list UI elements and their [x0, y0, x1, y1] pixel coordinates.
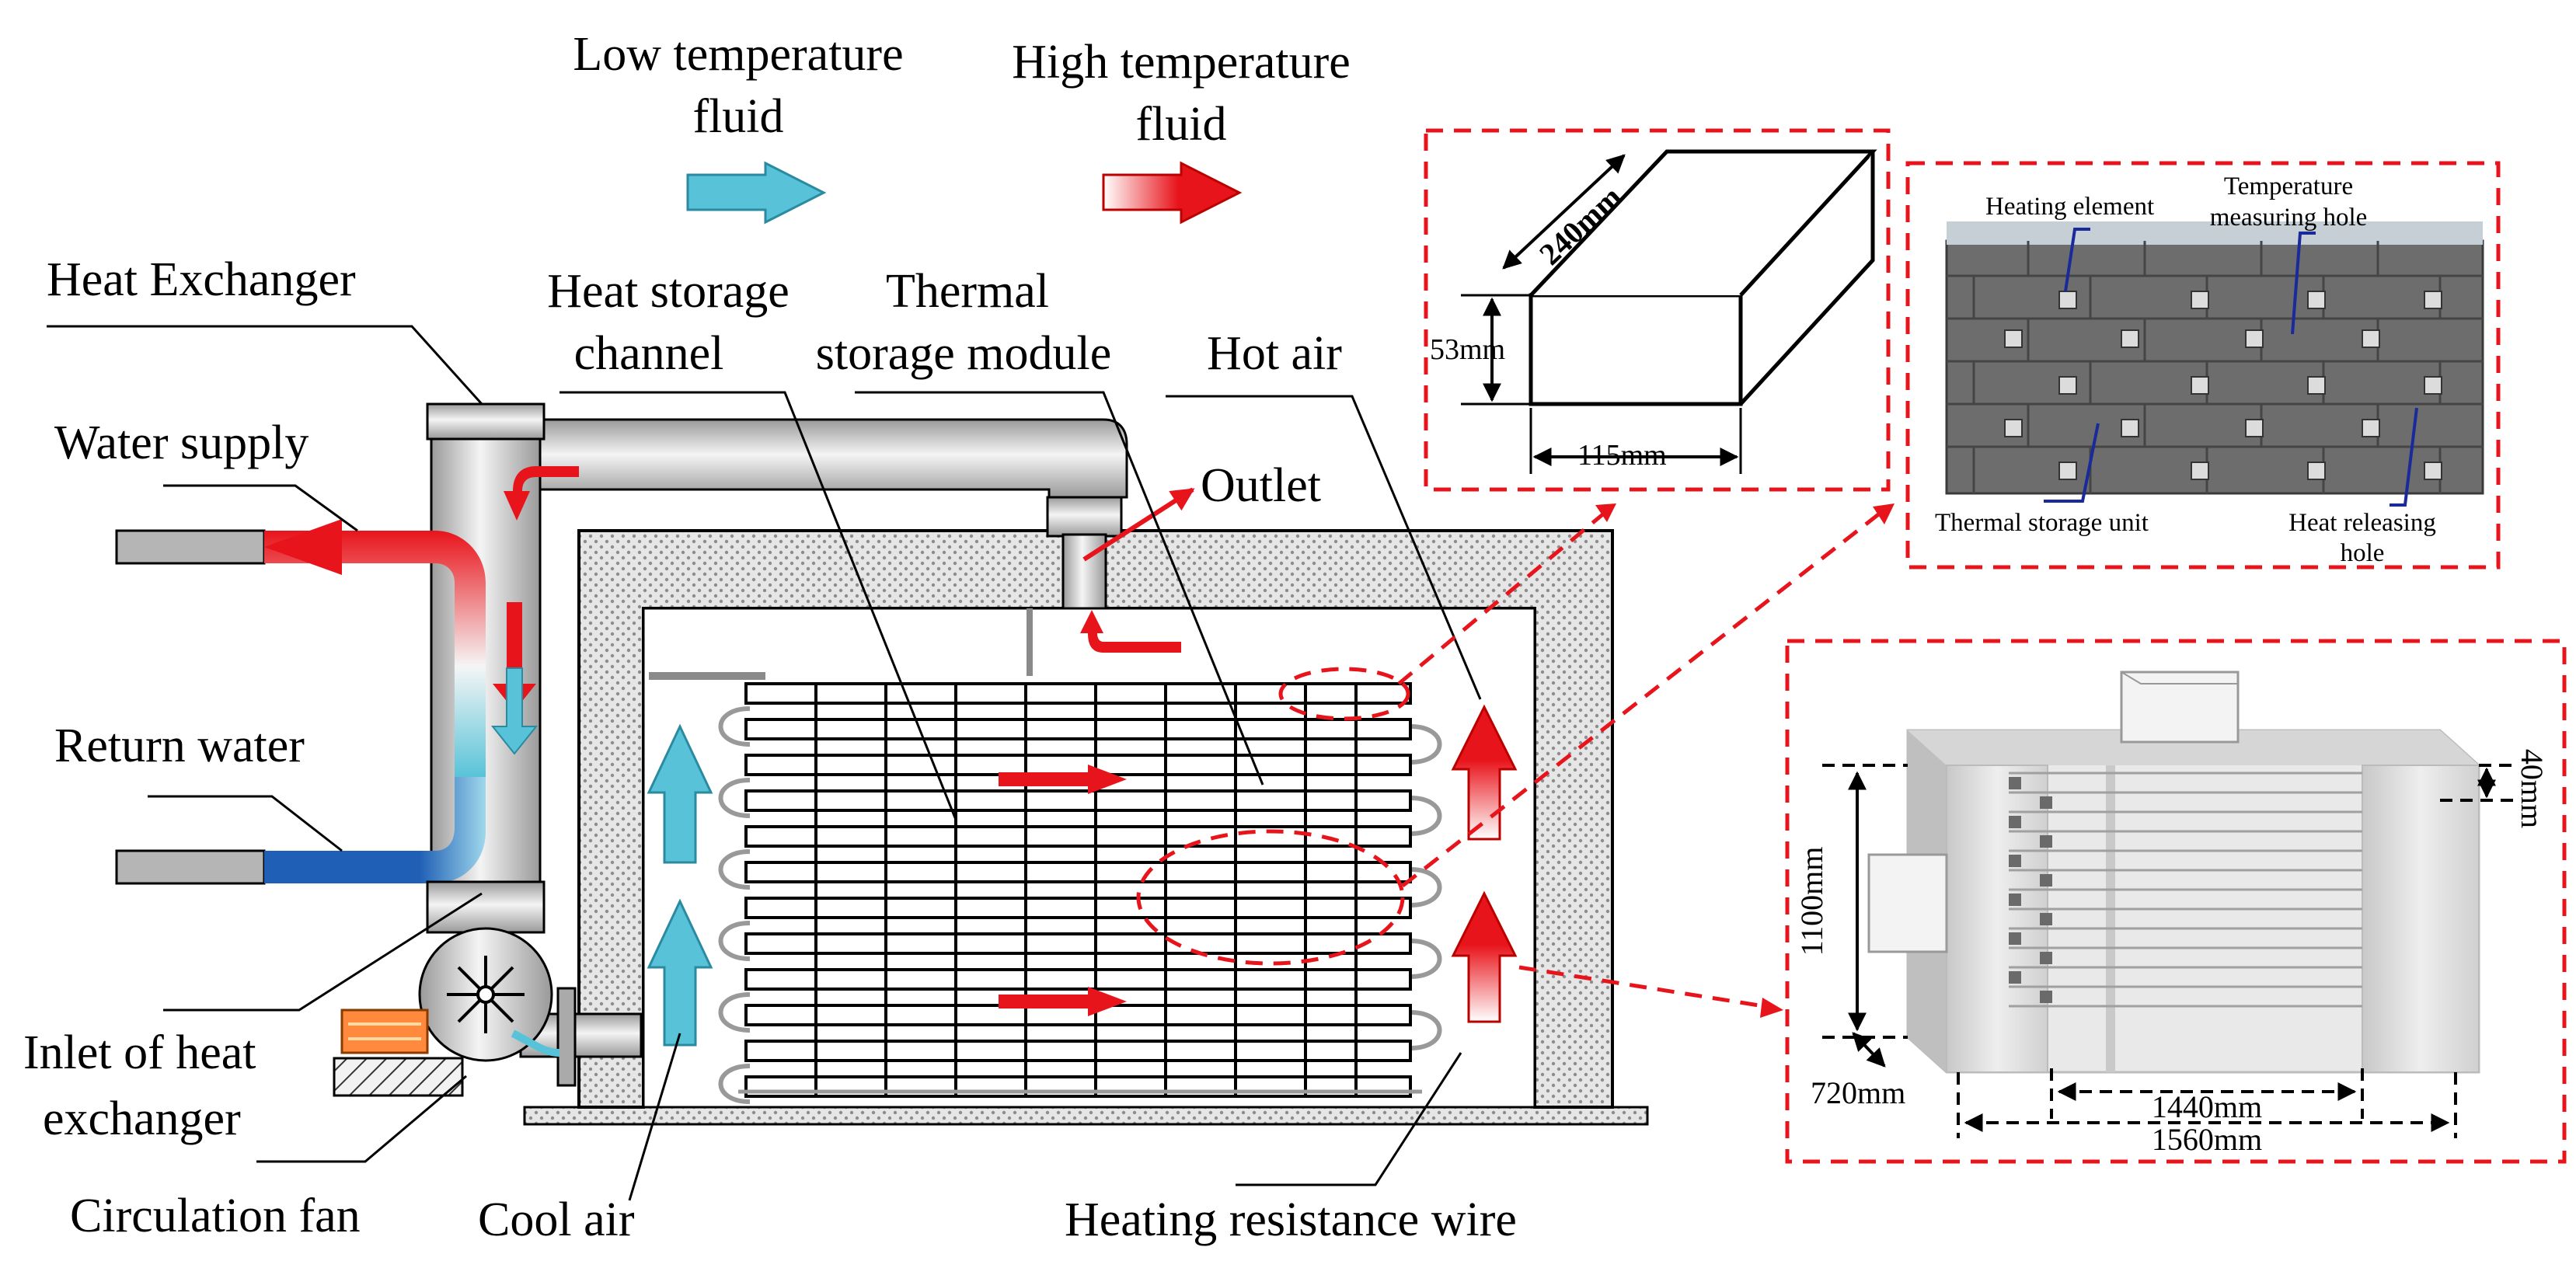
heating-wire-label: Heating resistance wire — [1065, 1193, 1517, 1246]
release-hole-label-1: Heat releasing — [2288, 509, 2436, 537]
release-hole-label-2: hole — [2341, 539, 2385, 567]
base-plate — [523, 1106, 1649, 1126]
fan-support — [333, 1057, 464, 1097]
return-water-flow — [264, 777, 486, 883]
outlet-label: Outlet — [1201, 459, 1321, 512]
hot-water-flow — [264, 531, 486, 777]
box-height-label: 1100mm — [1794, 847, 1829, 956]
hot-air-arrow-icon — [1451, 890, 1518, 1023]
temp-hole-label-1: Temperature — [2224, 172, 2353, 200]
box-depth-label: 720mm — [1811, 1075, 1905, 1110]
callout-arrow-icon — [1595, 503, 1616, 522]
box-panel: 1100mm 40mm 720mm 1440mm 1560mm — [1785, 639, 2567, 1164]
thermal-module-label-1: Thermal — [886, 265, 1049, 318]
box-top-label: 40mm — [2515, 749, 2550, 828]
thermal-module-label-2: storage module — [816, 327, 1112, 380]
hot-air-label: Hot air — [1207, 327, 1342, 380]
outlet-flange — [1046, 496, 1123, 538]
box-inner-label: 1440mm — [2152, 1089, 2262, 1124]
callout-ring-module — [1136, 829, 1405, 966]
center-labels: Heat storage channel Thermal storage mod… — [547, 265, 1517, 1246]
callout-arrow-icon — [1873, 503, 1895, 524]
brick-height-label: 53mm — [1430, 333, 1505, 366]
down-cold-arrow-icon — [490, 667, 539, 755]
heating-coil — [718, 706, 1442, 1104]
exchanger-cap — [426, 402, 546, 441]
high-temp-label-1: High temperature — [1012, 36, 1351, 89]
module-panel: Heating element Temperature measuring ho… — [1905, 161, 2501, 570]
circulation-fan-label: Circulation fan — [70, 1190, 361, 1242]
flow-arrow-icon — [999, 987, 1127, 1016]
storage-unit-label: Thermal storage unit — [1935, 509, 2149, 537]
supply-arrow-icon — [264, 519, 342, 575]
fan-blades-icon — [447, 956, 525, 1033]
low-temp-label-1: Low temperature — [573, 28, 903, 81]
outlet-arrow — [1082, 487, 1195, 562]
hot-air-arrow-icon — [1451, 704, 1518, 841]
main-unit — [519, 418, 1649, 1126]
box-shelves — [2009, 772, 2362, 1008]
box-outer-label: 1560mm — [2152, 1122, 2262, 1157]
down-hot-arrow-icon — [493, 602, 536, 711]
legend: Low temperature fluid High temperature f… — [573, 28, 1351, 225]
low-temp-arrow-icon — [686, 161, 827, 225]
cool-air-arrow-icon — [647, 723, 713, 864]
heater-block — [340, 1008, 429, 1054]
brick-width-label: 115mm — [1577, 439, 1667, 472]
brick-panel: 240mm 53mm 115mm — [1424, 128, 1891, 492]
return-water-label: Return water — [54, 719, 305, 772]
top-duct — [535, 418, 1128, 499]
heat-exchanger — [115, 402, 579, 1097]
water-supply-label: Water supply — [54, 416, 308, 469]
callout-arrow-icon — [1760, 998, 1783, 1018]
inlet-label-1: Inlet of heat — [23, 1026, 256, 1079]
outlet-turn-arrow-icon — [1080, 610, 1181, 653]
return-water-pipe — [115, 849, 266, 885]
high-temp-arrow-icon — [1102, 161, 1243, 225]
inlet-label-2: exchanger — [43, 1092, 241, 1145]
callout-ring-brick — [1278, 667, 1410, 721]
heat-exchanger-label: Heat Exchanger — [47, 253, 356, 306]
exchanger-base — [426, 880, 546, 934]
storage-shelves — [744, 682, 1412, 1098]
temp-hole-label-2: measuring hole — [2210, 204, 2368, 232]
outlet-pipe — [1061, 533, 1107, 610]
top-turn-arrow-icon — [504, 466, 579, 521]
left-labels: Heat Exchanger Water supply Return water… — [23, 253, 681, 1246]
heating-element-label: Heating element — [1985, 193, 2154, 221]
cool-air-label: Cool air — [478, 1193, 635, 1246]
module-wall — [1945, 239, 2484, 495]
high-temp-label-2: fluid — [1135, 98, 1226, 151]
heat-storage-label-2: channel — [574, 327, 724, 380]
low-temp-label-2: fluid — [692, 90, 783, 143]
box-drawing — [1867, 671, 2480, 1074]
module-holes — [2004, 291, 2442, 480]
flow-arrow-icon — [999, 765, 1127, 794]
water-supply-pipe — [115, 529, 266, 565]
heat-storage-label-1: Heat storage — [547, 265, 790, 318]
callout-connectors — [1136, 511, 1882, 1008]
cool-air-arrow-icon — [647, 898, 713, 1047]
